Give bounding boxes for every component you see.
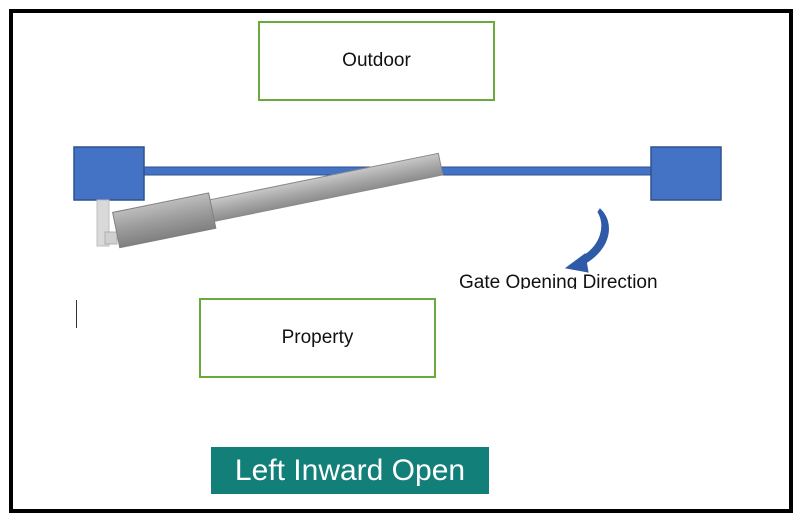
outdoor-label: Outdoor <box>342 50 411 71</box>
caption-text: Left Inward Open <box>234 453 466 487</box>
opener-piston-rod <box>206 152 444 223</box>
opener-mount <box>104 231 118 245</box>
gate-opener-actuator <box>112 152 444 249</box>
curved-arrow-icon <box>564 208 609 273</box>
outdoor-label-box: Outdoor <box>258 21 495 101</box>
property-label-box: Property <box>199 298 436 378</box>
right-gate-post <box>650 146 722 201</box>
text-cursor <box>76 300 77 328</box>
gate-opening-direction-label: Gate Opening Direction <box>459 272 658 289</box>
property-label: Property <box>281 327 354 348</box>
opener-motor-body <box>112 192 217 249</box>
caption-banner: Left Inward Open <box>211 447 489 494</box>
left-gate-post <box>73 146 145 201</box>
